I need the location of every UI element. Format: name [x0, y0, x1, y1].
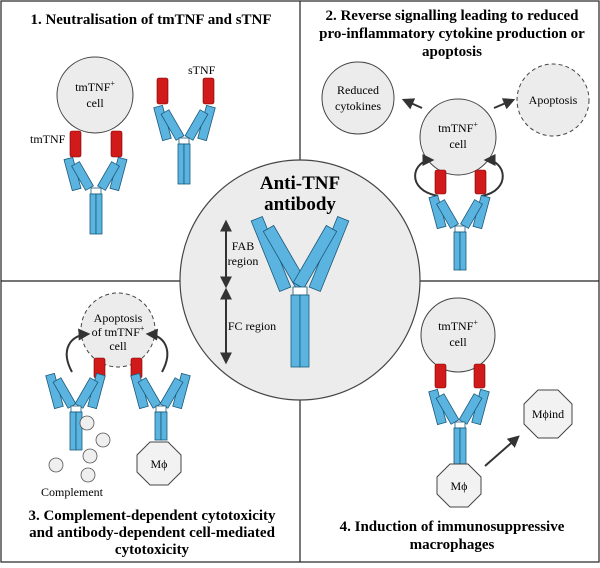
panel-2-title-line-3: apoptosis — [422, 44, 482, 60]
panel-2-tmtnf-right — [474, 169, 487, 195]
antibody-panel-3-right — [130, 372, 191, 441]
complement-ball — [48, 457, 64, 473]
center-title-line-1: Anti-TNF — [260, 173, 340, 194]
panel-2-tmtnf-left — [434, 169, 447, 195]
panel-4-immunosuppressive: tmTNF+ cell Mϕ Mϕind 4. Induction of imm… — [340, 297, 573, 553]
arrow-to-apoptosis — [493, 98, 516, 110]
tmtnf-label: tmTNF — [30, 132, 66, 146]
panel-4-tmtnf-left — [434, 363, 447, 389]
panel-4-title-line-2: macrophages — [410, 537, 495, 553]
panel-2-cell-label-2: cell — [449, 137, 467, 151]
panel-3-title-line-2: and antibody-dependent cell-mediated — [29, 525, 276, 541]
complement-label: Complement — [41, 485, 104, 499]
reduced-line-2: cytokines — [335, 99, 381, 113]
panel-2-tmtnf-cell — [419, 98, 497, 176]
panel-2-title-line-1: 2. Reverse signalling leading to reduced — [325, 8, 579, 24]
antibody-panel-1-cell — [63, 156, 128, 235]
apop-line-2: of tmTNF+ — [92, 324, 145, 339]
panel-3-title-line-3: cytotoxicity — [115, 542, 190, 558]
complement-ball — [95, 432, 111, 448]
antibody-panel-3-left — [45, 372, 106, 451]
panel-3-cytotoxicity: Apoptosis of tmTNF+ cell — [28, 292, 276, 558]
fc-label: FC region — [228, 319, 276, 333]
fab-line-2: region — [228, 254, 259, 268]
reduced-line-1: Reduced — [337, 83, 379, 97]
stnf-left — [156, 77, 169, 105]
panel-4-title-line-1: 4. Induction of immunosuppressive — [340, 519, 565, 535]
tmtnf-cell — [56, 56, 134, 134]
complement-ball — [82, 448, 98, 464]
signal-arrow-left — [414, 154, 439, 197]
panel-1-title: 1. Neutralisation of tmTNF and sTNF — [30, 12, 271, 28]
panel-2-reverse-signalling: 2. Reverse signalling leading to reduced… — [319, 8, 590, 271]
panel-4-macrophage-label: Mϕ — [451, 479, 468, 493]
cytotoxic-arrow-right — [145, 328, 169, 373]
panel-4-macrophage-octagon — [436, 463, 482, 508]
reduced-cytokines-cell — [321, 61, 395, 135]
antibody-panel-1-stnf — [153, 104, 216, 185]
apop-line-3: cell — [109, 339, 127, 353]
tmtnf-right — [110, 130, 123, 158]
apoptosis-cell — [516, 63, 590, 137]
center-antibody: Anti-TNF antibody FAB region FC region — [179, 159, 421, 401]
panel-4-cell-label: tmTNF+ — [438, 318, 478, 333]
apop-line-1: Apoptosis — [94, 311, 143, 325]
panel-2-title-line-2: pro-inflammatory cytokine production or — [319, 26, 585, 42]
antibody-panel-2 — [428, 194, 491, 271]
tmtnf-left — [69, 130, 82, 158]
center-title-line-2: antibody — [264, 194, 336, 215]
macrophage-label: Mϕ — [151, 457, 168, 471]
antibody-panel-4 — [428, 388, 490, 465]
panel-1-neutralisation: 1. Neutralisation of tmTNF and sTNF tmTN… — [30, 12, 272, 235]
tmtnf-cell-label-2: cell — [86, 96, 104, 110]
induced-macrophage-octagon — [523, 389, 573, 439]
panel-4-tmtnf-right — [473, 363, 486, 389]
panel-3-title-line-1: 3. Complement-dependent cytotoxicity — [28, 508, 276, 524]
antibody-center — [250, 215, 350, 368]
fab-line-1: FAB — [232, 239, 254, 253]
signal-arrow-right — [481, 154, 504, 197]
apoptosis-label: Apoptosis — [529, 93, 578, 107]
panel-2-cell-label: tmTNF+ — [438, 120, 478, 135]
stnf-right — [202, 77, 215, 105]
complement-ball — [80, 467, 96, 483]
panel-4-tmtnf-cell — [420, 297, 496, 373]
macrophage-octagon — [136, 441, 182, 486]
arrow-to-reduced — [401, 98, 423, 110]
complement-ball — [79, 415, 95, 431]
stnf-label: sTNF — [188, 63, 216, 77]
tmtnf-cell-label: tmTNF+ — [75, 79, 115, 94]
panel-4-cell-label-2: cell — [449, 335, 467, 349]
induction-arrow — [484, 435, 520, 467]
induced-macrophage-label: Mϕind — [532, 407, 564, 421]
cytotoxic-arrow-left — [65, 328, 91, 373]
